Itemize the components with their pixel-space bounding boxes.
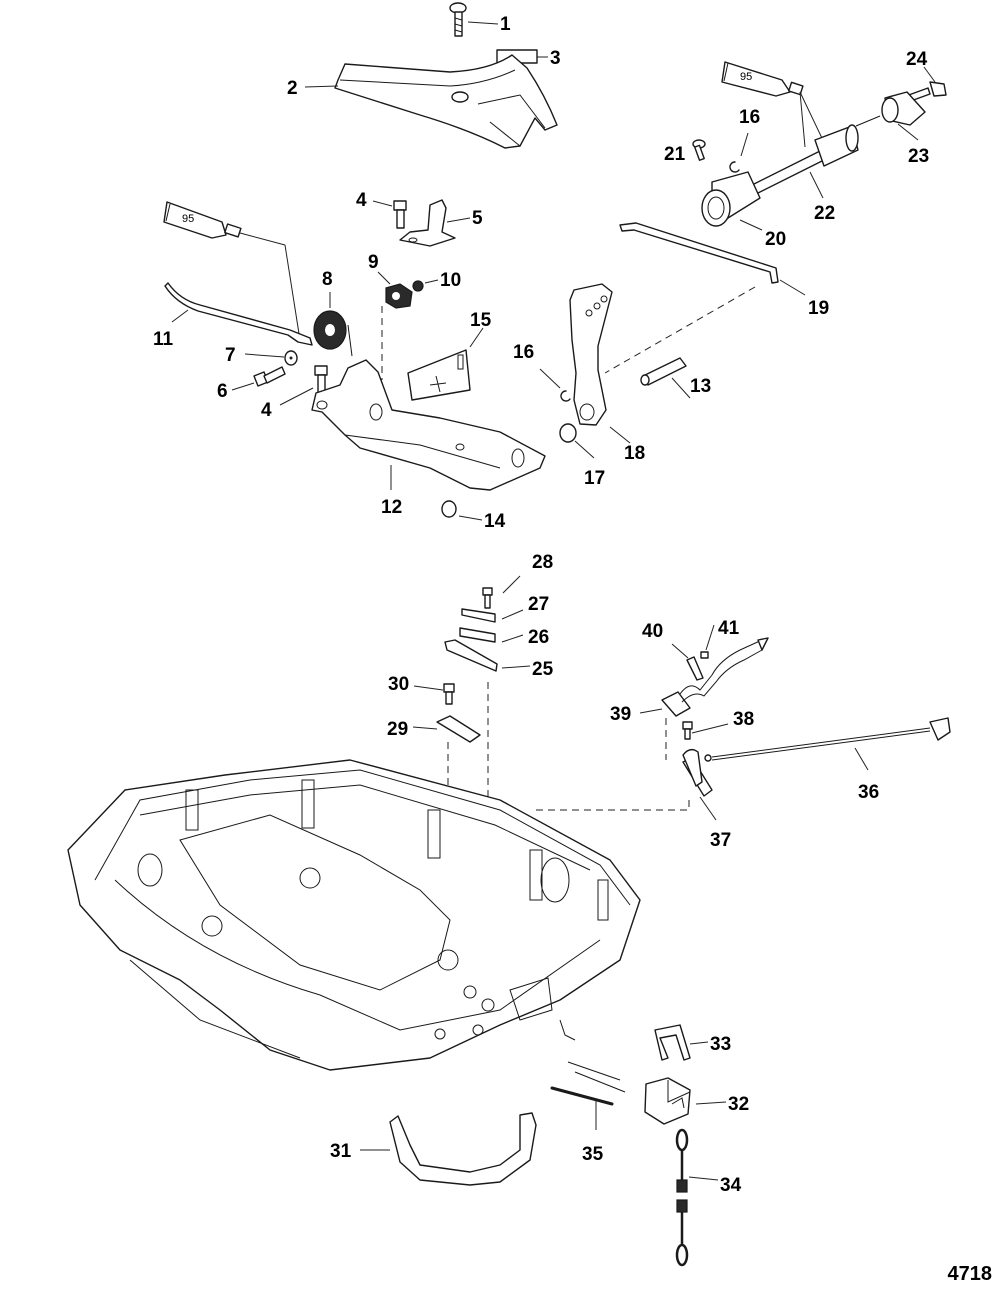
figure-number: 4718 [947,1263,993,1285]
callout-2: 2 [287,78,298,99]
callout-16-lower: 16 [513,342,534,363]
callout-29: 29 [387,719,408,740]
part-22-shaft [749,124,859,195]
part-1-screw [449,2,467,37]
part-28-bolt [482,587,493,609]
part-36-cable [704,717,951,762]
part-29-plate [436,715,481,743]
callout-32: 32 [728,1094,749,1115]
part-25-plate [444,639,498,672]
sealant-tube-right-label: 95 [740,71,752,83]
callout-24: 24 [906,49,928,70]
part-30-bolt [443,683,455,705]
part-38-screw [682,721,693,740]
part-9-bushing [385,283,413,309]
part-10-nut [412,280,424,292]
part-4-bolt-top [393,200,407,229]
callout-25: 25 [532,659,554,680]
callout-1: 1 [500,14,511,35]
part-21-bolt [692,139,706,161]
part-40-clamp [686,656,704,681]
callout-36: 36 [858,782,879,803]
callout-19: 19 [808,298,829,319]
callout-7: 7 [225,345,236,366]
sealant-tube-left-label: 95 [182,213,194,225]
callout-41: 41 [718,618,740,639]
callout-14: 14 [484,511,506,532]
callout-34: 34 [720,1175,742,1196]
callout-22: 22 [814,203,835,224]
part-20-bushing [701,171,761,227]
part-37-bracket [682,748,713,797]
callout-16-top: 16 [739,107,760,128]
part-17-washer [559,423,577,443]
callout-13: 13 [690,376,711,397]
callout-39: 39 [610,704,631,725]
callout-33: 33 [710,1034,731,1055]
callout-30: 30 [388,674,409,695]
callout-4-top: 4 [356,190,367,211]
part-8-cam [313,310,353,357]
part-27-plate [461,608,496,623]
part-19-link-rod [619,222,779,284]
callout-12: 12 [381,497,402,518]
part-14-oring [441,500,457,518]
part-11-rod [164,282,313,346]
callout-18: 18 [624,443,645,464]
callout-28: 28 [532,552,553,573]
callout-27: 27 [528,594,549,615]
part-13-pin [640,357,687,386]
callout-6: 6 [217,381,228,402]
part-2-cover [334,54,558,149]
callout-38: 38 [733,709,754,730]
part-18-lever [569,283,613,426]
part-15-pad [407,349,471,401]
part-35-cable-tie [550,1086,614,1106]
callout-11: 11 [153,329,174,350]
part-16-clip-lower [560,390,571,402]
callout-9: 9 [368,252,379,273]
sealant-tube-left: 95 [163,201,242,239]
callout-8: 8 [322,269,333,290]
part-6-bolt [253,366,286,387]
callout-26: 26 [528,627,549,648]
callout-37: 37 [710,830,731,851]
sealant-tube-right: 95 [721,61,804,97]
part-31-trim [389,1112,537,1186]
callout-10: 10 [440,270,461,291]
part-12-base [311,359,546,491]
part-16-clip-top [729,161,740,173]
callout-4-lower: 4 [261,400,272,421]
part-26-plate [459,627,496,643]
callout-5: 5 [472,208,483,229]
part-32-switch [559,1019,691,1125]
part-23-sensor [855,91,926,127]
part-5-bracket [399,199,456,247]
callout-21: 21 [664,144,686,165]
callout-3: 3 [550,48,561,69]
callout-15: 15 [470,310,492,331]
part-39-switch-harness [661,637,769,717]
part-33-retainer [654,1024,691,1061]
part-34-lanyard [675,1128,689,1267]
callout-20: 20 [765,229,786,250]
part-41-screw [700,651,709,659]
part-4-bolt-lower [314,365,328,394]
bottom-cowl-housing [67,759,641,1071]
callout-35: 35 [582,1144,604,1165]
callout-23: 23 [908,146,929,167]
callout-40: 40 [642,621,663,642]
callout-31: 31 [330,1141,352,1162]
callout-17: 17 [584,468,605,489]
